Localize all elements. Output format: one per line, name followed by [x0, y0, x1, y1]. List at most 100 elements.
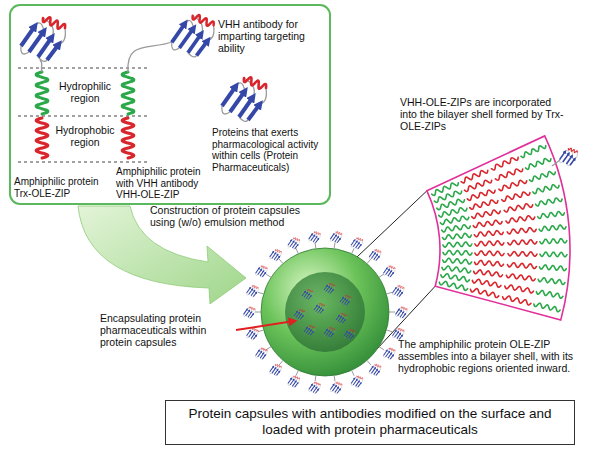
loop — [361, 241, 363, 245]
ole-zip-helix — [534, 303, 560, 312]
helix-coil — [314, 382, 320, 385]
label-holder: Encapsulating protein pharmaceuticals wi… — [100, 312, 232, 348]
ole-zip-helix — [475, 241, 504, 246]
ole-zip-helix — [508, 240, 537, 245]
loop — [379, 367, 381, 371]
label-holder: Construction of protein capsules using (… — [150, 204, 310, 228]
loop — [344, 336, 346, 338]
loop — [303, 312, 305, 316]
encapsulated-protein — [336, 313, 347, 324]
label-holder: Hydrophobic region — [50, 124, 120, 148]
ole-zip-helix — [442, 225, 471, 232]
antibody-stalk — [258, 330, 264, 332]
surface-antibody — [309, 382, 321, 393]
loop — [256, 331, 258, 335]
loop — [288, 383, 290, 385]
helix-coil — [252, 285, 258, 288]
hydrophilic-helix — [36, 72, 48, 114]
loop — [351, 245, 353, 247]
beta-strand — [358, 383, 361, 387]
helix-coil — [375, 249, 381, 252]
helix-coil — [294, 376, 300, 379]
surface-antibody — [396, 307, 408, 318]
surface-antibody — [288, 238, 300, 249]
dashed-divider — [18, 68, 150, 69]
hydrophobic-helix — [36, 118, 48, 158]
antibody-stalk — [352, 248, 354, 253]
beta-strand — [324, 285, 327, 290]
encapsulated-protein — [314, 303, 325, 314]
helix-coil — [329, 283, 334, 286]
surface-antibody — [330, 232, 342, 243]
ole-zip-helix — [507, 228, 536, 234]
helix-coil — [398, 285, 404, 288]
loop — [256, 273, 258, 275]
helix-coil — [341, 313, 346, 316]
loop — [396, 314, 398, 316]
beta-strand — [399, 292, 402, 296]
loop — [222, 106, 230, 114]
annotation-label: Proteins that exerts pharmacological act… — [212, 127, 326, 173]
helix-coil — [568, 148, 577, 153]
ole-zip-helix — [505, 285, 534, 293]
loop — [244, 314, 246, 316]
vhh-antibody — [172, 15, 214, 57]
beta-strand — [295, 383, 298, 387]
beta-strand — [320, 310, 323, 314]
surface-antibody — [330, 382, 342, 393]
beta-strand — [172, 23, 185, 42]
loop — [392, 293, 394, 295]
ole-zip-helix — [474, 270, 503, 277]
beta-strand — [47, 44, 59, 60]
helix-coil — [319, 303, 324, 306]
beta-strand — [248, 104, 260, 120]
encapsulated-protein — [304, 325, 315, 336]
loop — [361, 379, 363, 383]
beta-strand — [376, 256, 379, 260]
antibody-stalk — [334, 375, 336, 381]
beta-strand — [350, 336, 353, 340]
component-panel — [10, 5, 330, 204]
surface-antibody — [247, 328, 259, 339]
loop — [402, 288, 404, 292]
loop — [265, 351, 267, 355]
helix-coil — [389, 266, 395, 269]
surface-antibody — [383, 266, 395, 277]
ole-zip-helix — [540, 239, 567, 244]
loop — [314, 310, 316, 312]
beta-strand — [295, 245, 298, 249]
label-holder: The amphiphilic protein OLE-ZIP assemble… — [398, 338, 580, 374]
annotation-label: Encapsulating protein pharmaceuticals wi… — [100, 312, 232, 348]
loop — [349, 298, 351, 302]
antibody-stalk — [334, 243, 336, 249]
zoom-line — [357, 191, 427, 257]
loop — [333, 330, 335, 334]
beta-strand — [324, 329, 327, 334]
beta-strand — [392, 288, 396, 293]
ole-zip-helix — [504, 204, 532, 212]
antibody-stalk — [552, 160, 560, 166]
helix-coil — [244, 77, 266, 88]
antibody-stalk — [315, 375, 317, 381]
antibody-stalk — [389, 312, 395, 313]
beta-strand — [390, 355, 393, 359]
beta-strand — [309, 234, 313, 239]
caption-text: Protein capsules with antibodies modifie… — [176, 406, 564, 438]
loop — [405, 310, 407, 314]
loop — [393, 269, 395, 273]
ole-zip-helix — [533, 185, 559, 194]
loop — [330, 239, 332, 241]
ole-zip-helix — [536, 198, 563, 206]
ole-zip-helix — [495, 169, 522, 180]
loop — [340, 302, 342, 304]
beta-strand — [330, 384, 334, 389]
helix-coil — [375, 364, 381, 367]
label-holder: Amphiphilic protein Trx-OLE-ZIP — [14, 176, 110, 199]
linker — [128, 42, 172, 72]
surface-antibody — [309, 232, 321, 243]
capsule-sphere — [261, 248, 389, 376]
encapsulated-protein — [324, 327, 335, 338]
beta-strand — [390, 273, 393, 277]
